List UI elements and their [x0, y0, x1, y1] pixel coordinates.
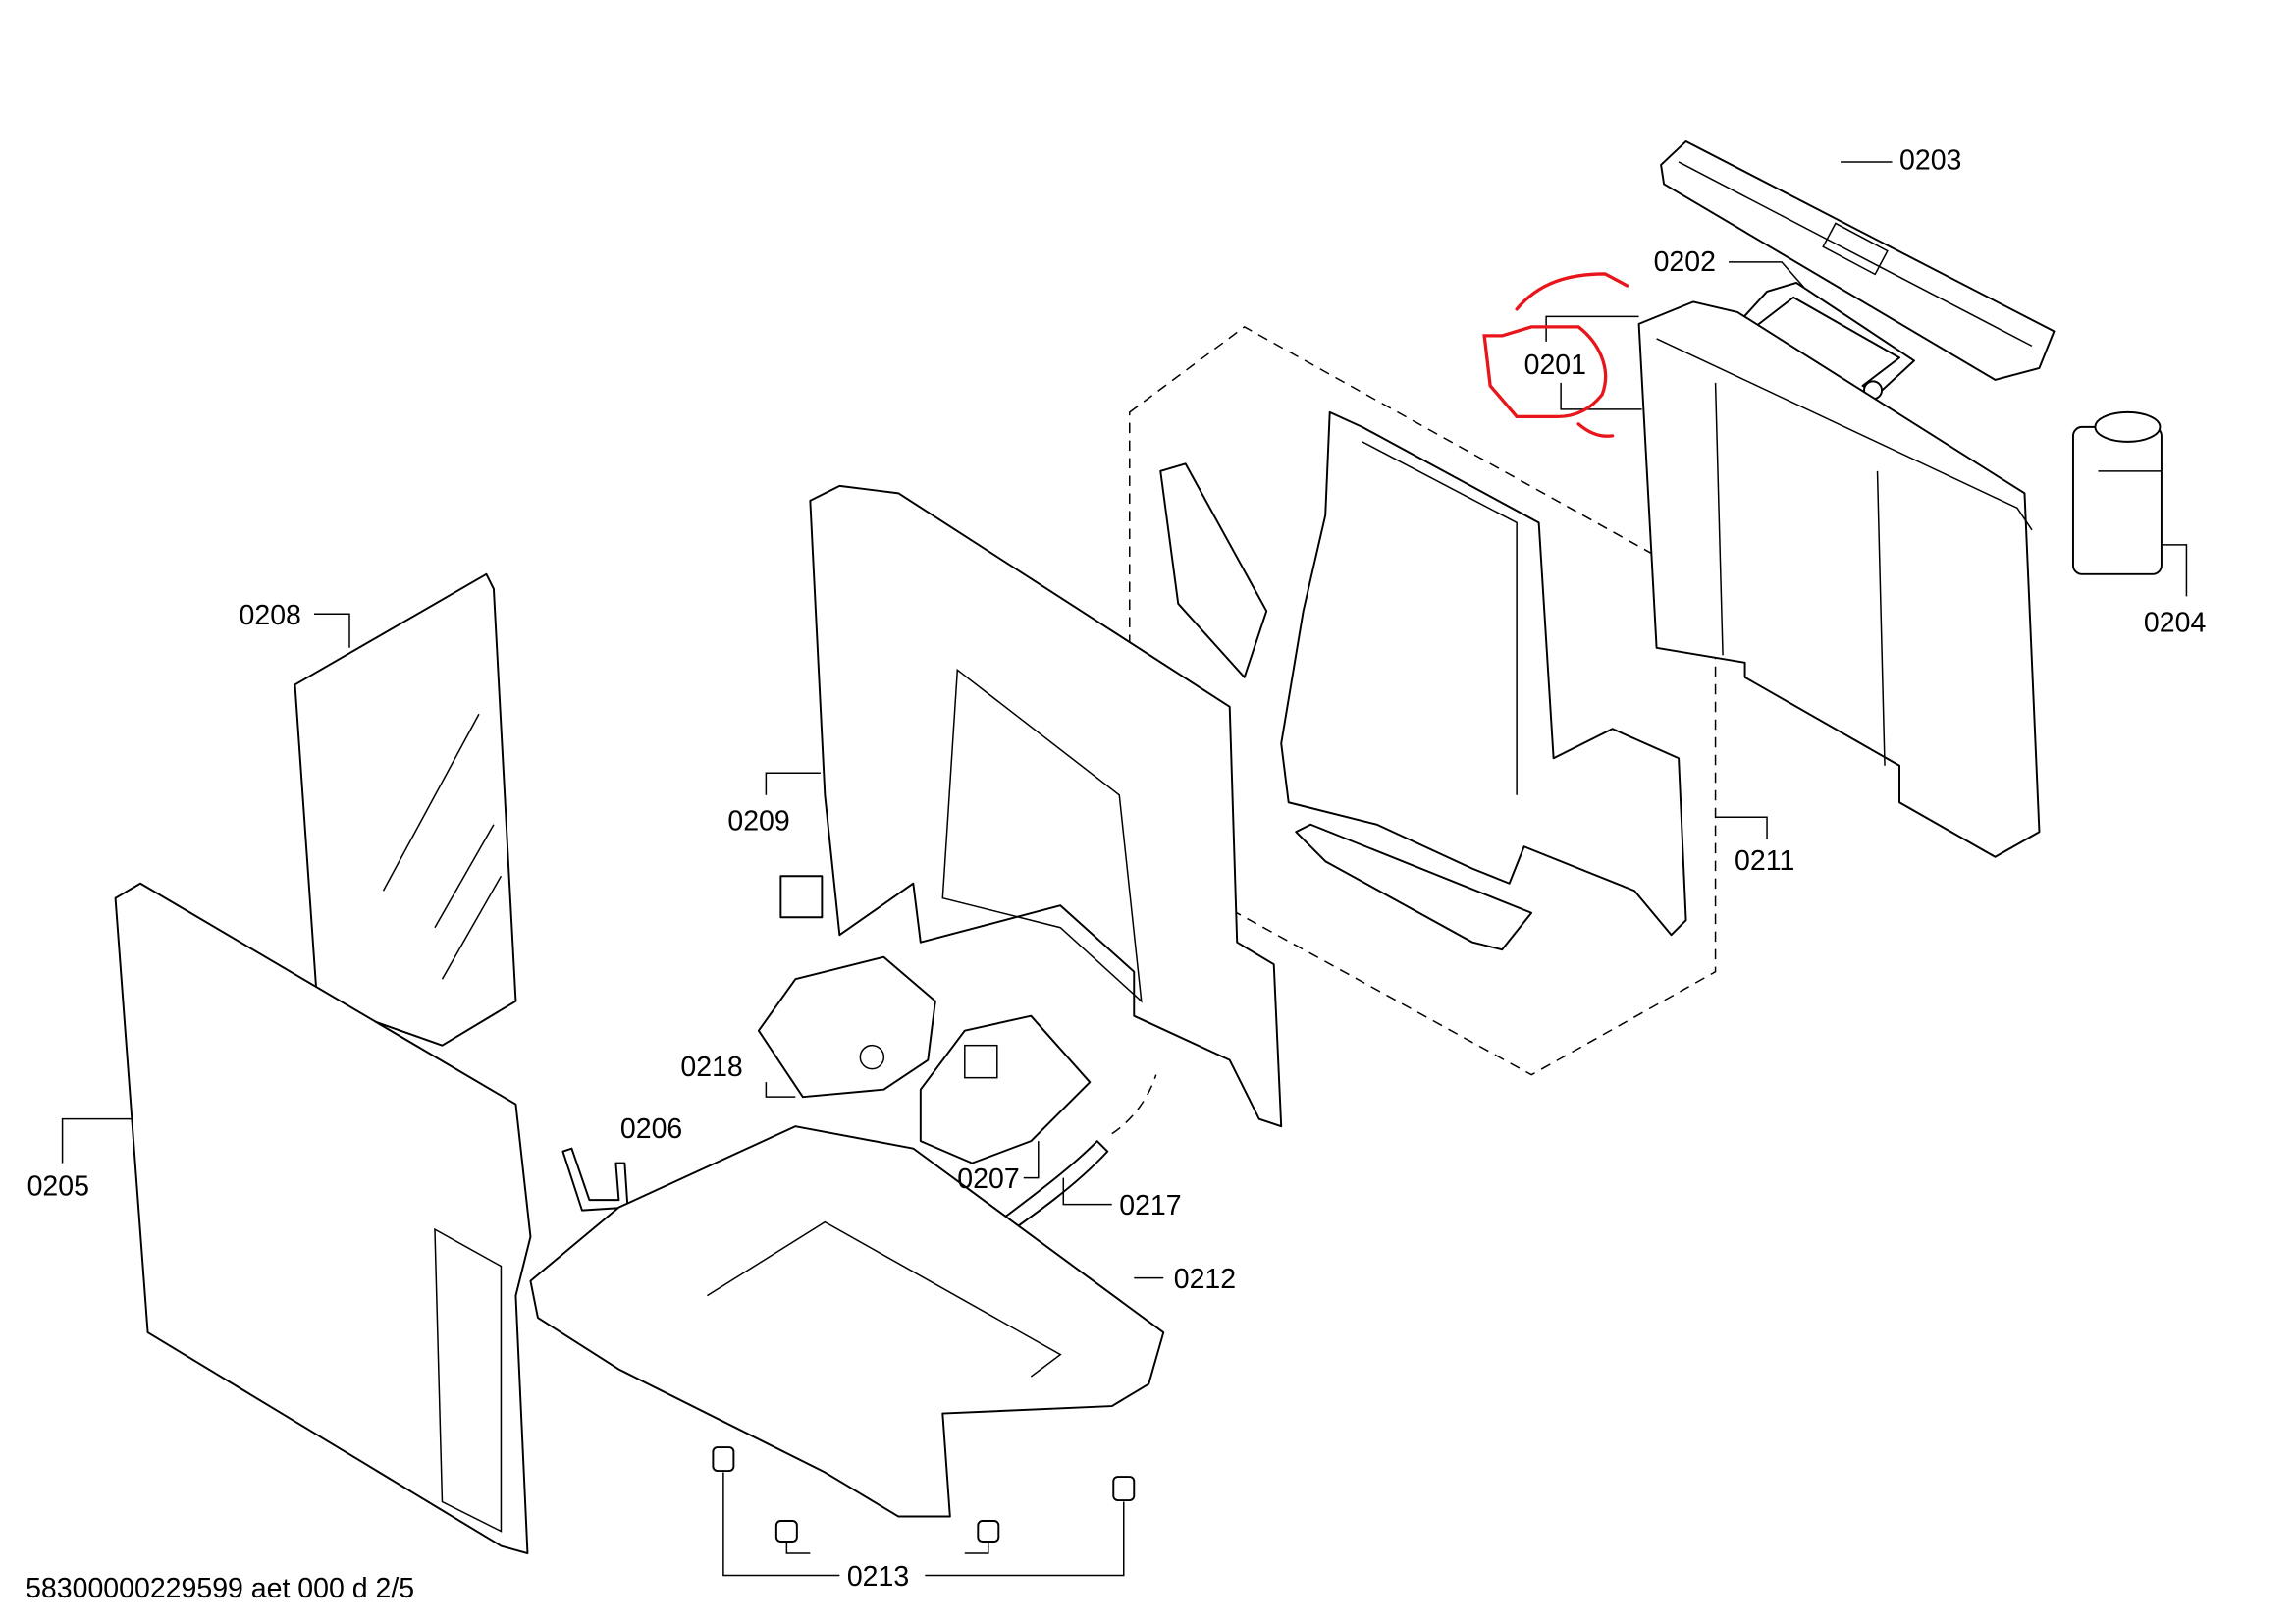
- part-0207-cover: [919, 1014, 1092, 1179]
- label-0207: 0207: [957, 1164, 1019, 1195]
- part-0205-outer-panel: [61, 882, 532, 1554]
- label-0213: 0213: [847, 1561, 909, 1593]
- label-0211: 0211: [1735, 845, 1794, 877]
- part-0203-lid: [1660, 139, 2056, 381]
- label-0205: 0205: [27, 1171, 89, 1203]
- label-0203: 0203: [1899, 144, 1961, 176]
- part-0201-water-tank: [1545, 300, 2041, 858]
- part-0218-tray: [757, 955, 936, 1099]
- label-0218: 0218: [680, 1052, 742, 1083]
- part-0211-inner-assembly: [1159, 410, 1768, 951]
- part-0204-filter: [2071, 410, 2188, 597]
- part-0209-frame: [765, 484, 1283, 1128]
- part-0206-clip: [561, 1147, 629, 1212]
- label-0204: 0204: [2144, 607, 2206, 638]
- part-0212-base: [529, 1125, 1165, 1518]
- footer-document-code: 58300000229599 aet 000 d 2/5: [26, 1573, 414, 1604]
- label-0209: 0209: [727, 806, 789, 838]
- label-0201: 0201: [1524, 350, 1586, 381]
- label-0202: 0202: [1654, 246, 1716, 278]
- label-0206: 0206: [620, 1113, 682, 1145]
- part-0202-handle: [1729, 261, 1915, 401]
- part-0213-feet: [712, 1446, 1136, 1577]
- label-0217: 0217: [1119, 1190, 1181, 1221]
- label-0212: 0212: [1174, 1264, 1236, 1295]
- label-0208: 0208: [240, 600, 301, 631]
- part-0208-side-panel: [294, 572, 517, 1047]
- highlight-circle-0201: [1482, 272, 1629, 438]
